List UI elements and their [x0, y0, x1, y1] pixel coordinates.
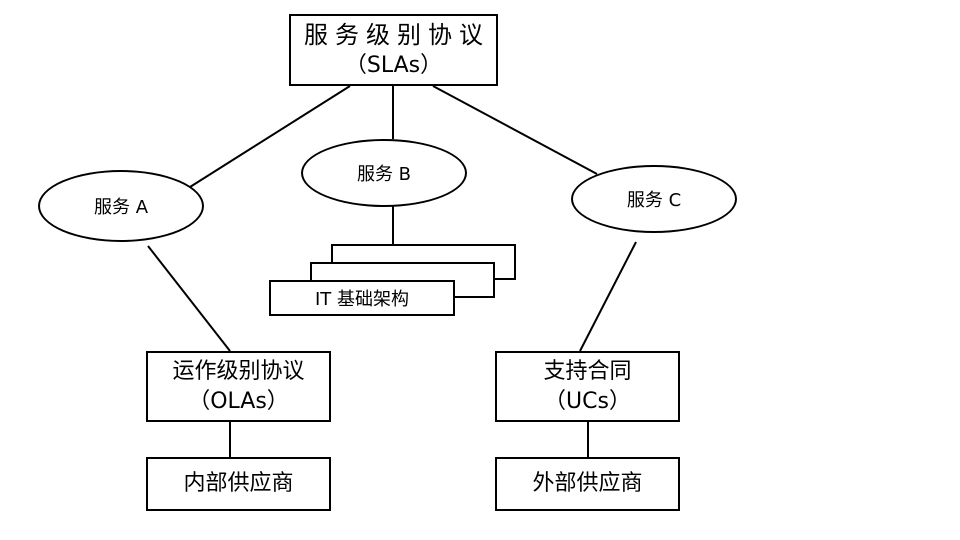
line-service-a-to-ola	[147, 245, 231, 352]
service-c-node: 服务 C	[571, 165, 737, 233]
external-supplier-box: 外部供应商	[495, 457, 680, 511]
infra-box: IT 基础架构	[269, 280, 455, 316]
service-c-label: 服务 C	[626, 190, 682, 211]
line-sla-to-service-a	[189, 85, 351, 188]
service-b-label: 服务 B	[356, 164, 412, 185]
internal-supplier-label: 内部供应商	[183, 471, 294, 496]
line-sla-to-service-c	[432, 85, 598, 175]
uc-title: 支持合同	[543, 358, 632, 384]
infra-label: IT 基础架构	[314, 289, 410, 310]
ola-title: 运作级别协议	[172, 358, 305, 384]
service-a-node: 服务 A	[38, 170, 204, 242]
uc-subtitle: （UCs）	[544, 388, 631, 414]
sla-box: 服务级别协议 （SLAs）	[289, 14, 498, 86]
service-a-label: 服务 A	[93, 197, 149, 218]
external-supplier-label: 外部供应商	[532, 471, 643, 496]
internal-supplier-box: 内部供应商	[146, 457, 331, 511]
line-service-c-to-uc	[579, 241, 637, 352]
sla-subtitle: （SLAs）	[344, 53, 443, 78]
ola-box: 运作级别协议 （OLAs）	[146, 351, 331, 422]
ola-subtitle: （OLAs）	[188, 388, 289, 414]
sla-title: 服务级别协议	[304, 21, 490, 49]
uc-box: 支持合同 （UCs）	[495, 351, 680, 422]
service-b-node: 服务 B	[301, 139, 467, 207]
